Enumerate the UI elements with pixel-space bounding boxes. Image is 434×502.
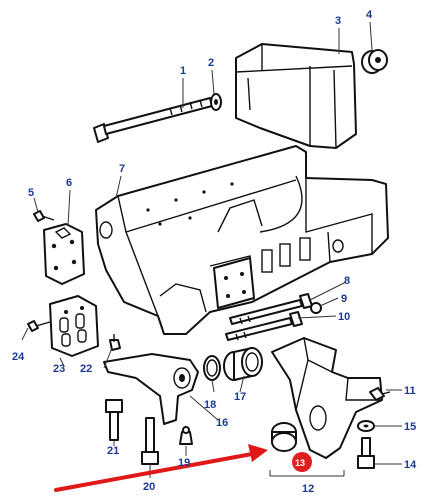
callout-11: 11	[404, 385, 416, 397]
callout-4: 4	[366, 9, 373, 21]
part-22-screw	[109, 334, 121, 351]
part-1-long-bolt	[93, 97, 213, 143]
part-24-screw	[27, 320, 51, 332]
callout-10: 10	[338, 311, 350, 323]
callout-1: 1	[180, 65, 186, 77]
callout-6: 6	[66, 177, 72, 189]
part-12-bracket	[271, 337, 383, 459]
callout-14: 14	[404, 459, 417, 471]
callout-16: 16	[216, 417, 228, 429]
red-pointer-arrow	[54, 444, 268, 492]
part-14-screw	[357, 437, 375, 469]
part-15-washer	[357, 420, 375, 432]
leader-lines	[21, 21, 402, 478]
callout-15: 15	[404, 421, 416, 433]
part-5-screw	[33, 210, 55, 222]
part-6-side-plate	[43, 223, 85, 285]
part-17-sleeve	[223, 347, 263, 381]
part-21-bolt	[105, 399, 123, 441]
callout-23: 23	[53, 363, 65, 375]
part-20-long-bolt	[141, 417, 159, 465]
part-3-block	[235, 43, 357, 149]
callout-13: 13	[295, 458, 305, 468]
callout-18: 18	[204, 399, 216, 411]
callout-17: 17	[234, 391, 246, 403]
part-11-fitting	[369, 387, 391, 401]
callout-5: 5	[28, 187, 34, 199]
part-13-highlight-badge	[292, 452, 312, 472]
callout-7: 7	[119, 163, 125, 175]
callout-24: 24	[12, 351, 25, 363]
part-18-ring	[203, 355, 221, 381]
callout-8: 8	[344, 275, 350, 287]
part-10-bolts	[225, 293, 313, 341]
callout-19: 19	[178, 457, 190, 469]
callout-21: 21	[107, 445, 119, 457]
callout-9: 9	[341, 293, 347, 305]
callout-12: 12	[302, 483, 314, 495]
callout-3: 3	[335, 15, 341, 27]
callout-22: 22	[80, 363, 92, 375]
callout-labels: 1 2 3 4 5 6 7 8 9 10 11 12 13 14 15 16 1…	[12, 9, 417, 495]
part-13-bushing	[271, 422, 297, 452]
part-4-bushing	[361, 49, 388, 74]
callout-2: 2	[208, 57, 214, 69]
part-2-washer	[210, 93, 222, 111]
part-23-mounting-plate	[49, 295, 99, 357]
callout-20: 20	[143, 481, 155, 493]
part-19-nipple	[179, 426, 193, 445]
part-9-nut	[310, 302, 322, 314]
part-7-main-frame	[95, 145, 389, 335]
part-16-pivot-arm	[103, 353, 199, 425]
